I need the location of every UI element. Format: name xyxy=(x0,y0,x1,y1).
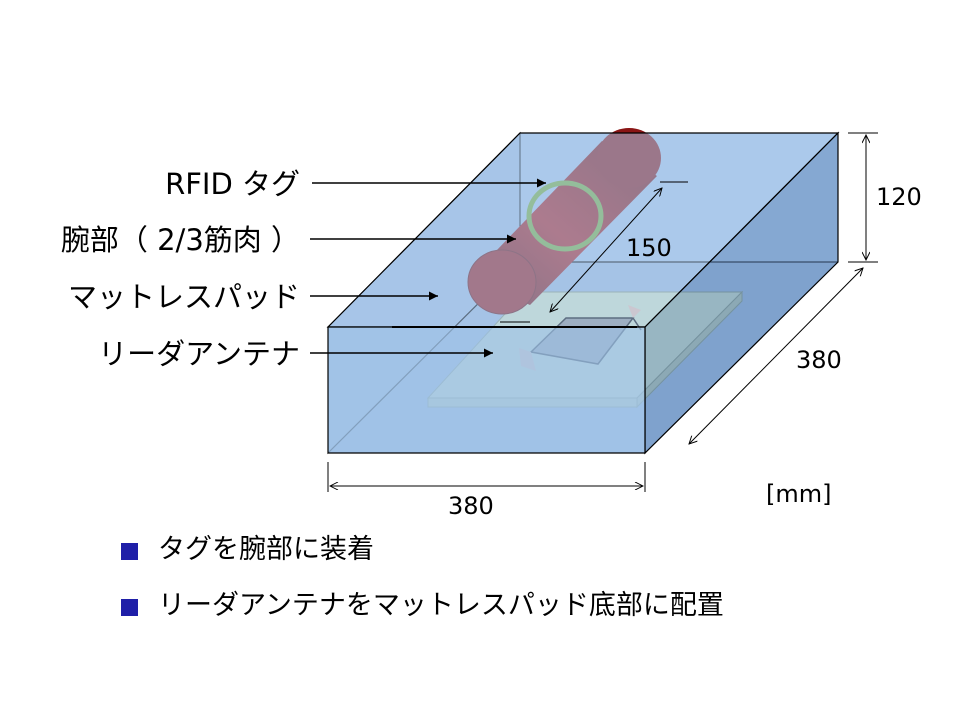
antenna-length-dimension xyxy=(550,188,662,312)
rfid-tag-label: RFID タグ xyxy=(165,167,300,201)
depth-value: 380 xyxy=(796,346,842,374)
bullet-text: タグを腕部に装着 xyxy=(158,534,374,565)
bullet-item: リーダアンテナをマットレスパッド底部に配置 xyxy=(118,588,724,624)
dimension-lines xyxy=(327,132,878,492)
square-bullet-icon xyxy=(121,599,138,616)
antenna-length-value: 150 xyxy=(626,234,672,262)
unit-label: [mm] xyxy=(766,480,831,508)
bullet-item: タグを腕部に装着 xyxy=(118,532,724,568)
mattress-box-front xyxy=(326,131,840,455)
bullet-text: リーダアンテナをマットレスパッド底部に配置 xyxy=(158,590,724,621)
depth-dimension xyxy=(689,268,863,444)
width-value: 380 xyxy=(448,492,494,520)
height-value: 120 xyxy=(876,183,922,211)
arm-label: 腕部（ 2/3筋肉 ） xyxy=(61,223,300,257)
mattress-label: マットレスパッド xyxy=(68,280,300,314)
pointer-arrows xyxy=(310,178,546,358)
bullet-list: タグを腕部に装着 リーダアンテナをマットレスパッド底部に配置 xyxy=(118,532,724,644)
box-front-face xyxy=(327,326,646,454)
square-bullet-icon xyxy=(121,543,138,560)
antenna-label: リーダアンテナ xyxy=(98,337,300,371)
